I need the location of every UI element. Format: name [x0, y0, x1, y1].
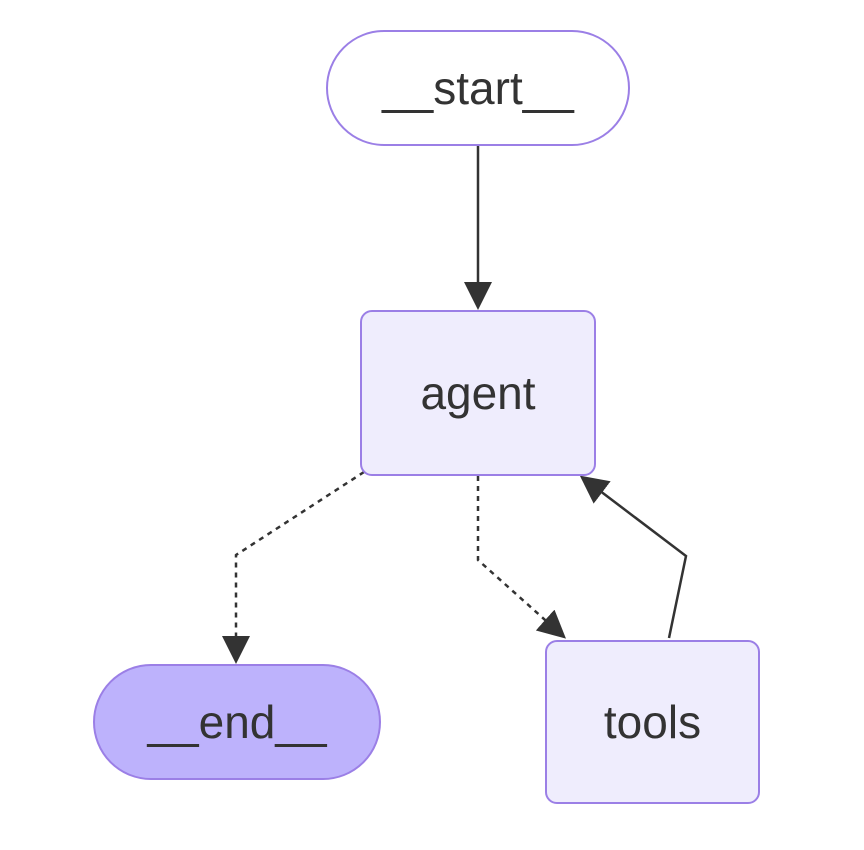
edge-tools-to-agent — [579, 475, 688, 639]
node-end-label: __end__ — [147, 696, 327, 748]
node-end: __end__ — [93, 664, 381, 780]
edge-agent-to-end — [222, 470, 365, 664]
node-start-label: __start__ — [382, 62, 574, 114]
node-tools-label: tools — [603, 696, 702, 748]
edge-agent-to-tools — [476, 476, 566, 639]
node-agent-label: agent — [420, 367, 536, 419]
node-start: __start__ — [326, 30, 630, 146]
node-tools: tools — [545, 640, 760, 804]
node-agent: agent — [360, 310, 596, 476]
